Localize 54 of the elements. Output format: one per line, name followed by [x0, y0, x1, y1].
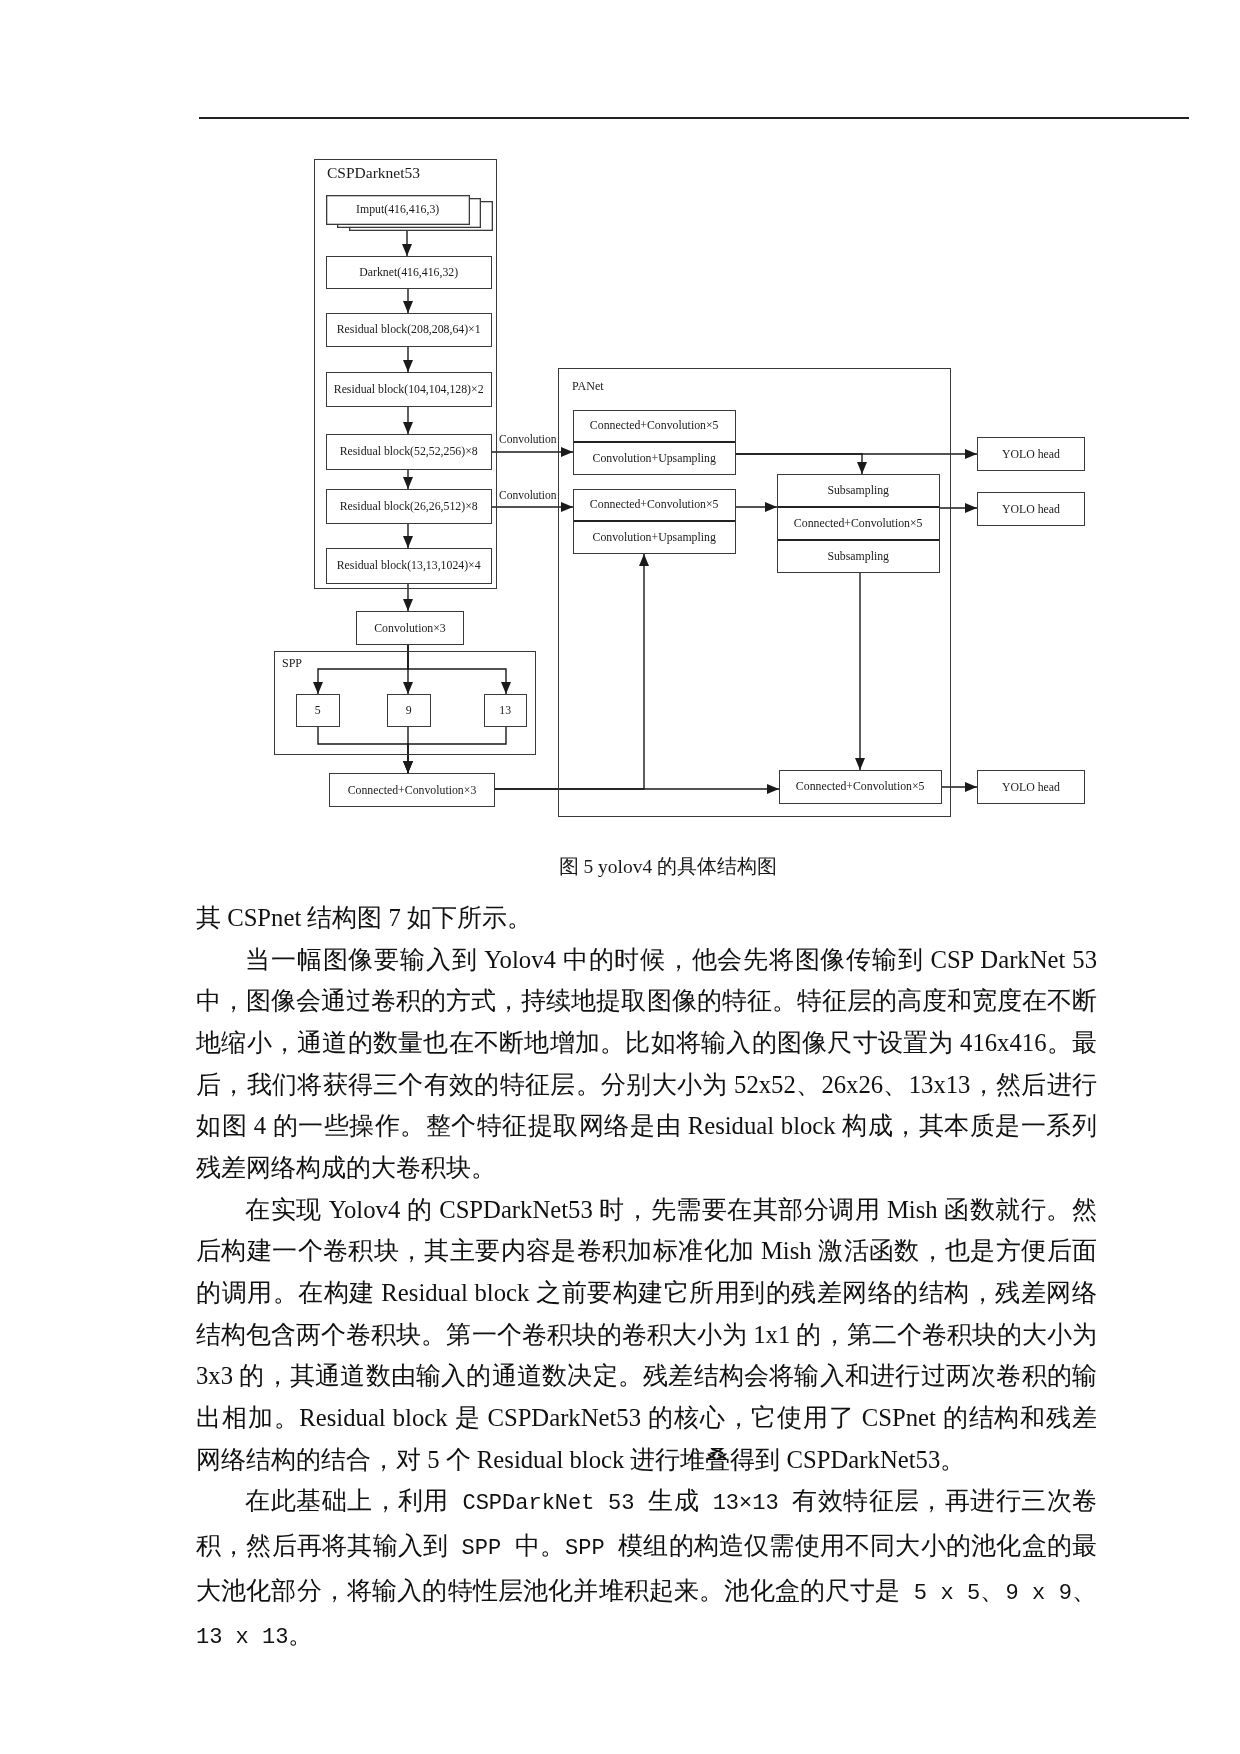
module-title: SPP [282, 657, 303, 671]
pooling-box: 9 [386, 693, 431, 727]
arrow [403, 406, 413, 435]
output-box: YOLO head [977, 770, 1085, 804]
arrow [491, 447, 574, 457]
arrow [403, 469, 413, 490]
arrow [941, 782, 978, 792]
layer-box: Residual block(13,13,1024)×4 [325, 547, 492, 584]
arrow [403, 583, 413, 612]
layer-section: Convolution+Upsampling [573, 520, 735, 553]
arrow [735, 453, 867, 475]
layer-section: Subsampling [777, 474, 939, 506]
body-paragraph: 其 CSPnet 结构图 7 如下所示。 [196, 903, 534, 933]
module-frame [314, 159, 497, 589]
arrow [735, 502, 778, 512]
body-paragraph: 当一幅图像要输入到 Yolov4 中的时候，他会先将图像传输到 CSP DarkNet 53 中，图像会通过卷积的方式，持续地提取图像的特征。特征层的高度和宽度在不断地缩小，通道的数量也在不断地增加。比如将输入的图像尺寸设置为 416x416。最后，我们将获得三个有效的特征层。分别大小为 52x52、26x26、13x13，然后进行如图 4 的一些操作。整个特征提取网络是由 Residual block 构成，其本质是一系列残差网络构成的大卷积块。 [196, 944, 1097, 1183]
edge-label: Convolution [499, 433, 557, 446]
layer-section: Connected+Convolution×5 [573, 410, 735, 442]
arrow [939, 503, 978, 513]
module-title: PANet [572, 380, 604, 394]
arrow [403, 288, 413, 314]
module-title: CSPDarknet53 [327, 164, 420, 182]
layer-section: Connected+Convolution×5 [573, 489, 735, 521]
arrow [407, 644, 511, 695]
arrow [403, 346, 413, 373]
layer-box: Residual block(26,26,512)×8 [325, 488, 492, 524]
layer-box: Residual block(208,208,64)×1 [325, 312, 492, 347]
arrow [402, 230, 412, 257]
arrow [403, 726, 507, 774]
edge-label: Convolution [499, 489, 557, 502]
layer-box: Convolution×3 [356, 611, 464, 645]
layer-box: Connected+Convolution×5 [778, 769, 942, 804]
layer-section: Connected+Convolution×5 [777, 505, 939, 539]
body-paragraph: 在实现 Yolov4 的 CSPDarkNet53 时，先需要在其部分调用 Mish 函数就行。然后构建一个卷积块，其主要内容是卷积加标准化加 Mish 激活函数，也是方便后面的调用。在构建 Residual block 之前要构建它所用到的残差网络的结构，残差网络结构包含两个卷积块。第一个卷积块的卷积大小为 1x1 的，第二个卷积块的大小为 3x3 的，其通道数由输入的通道数决定。残差结构会将输入和进行过两次卷积的输出相加。Residual block 是 CSPDarkNet53 的核心，它使用了 CSPnet 的结构和残差网络结构的结合，对 5 个 Residual block 进行堆叠得到 CSPDarkNet53。 [196, 1194, 1097, 1475]
pooling-box: 5 [295, 693, 340, 727]
layer-box: Residual block(104,104,128)×2 [325, 371, 492, 407]
layer-box: Connected+Convolution×3 [329, 773, 495, 807]
module-frame [558, 368, 951, 817]
pooling-box: 13 [483, 693, 527, 727]
arrow [855, 572, 865, 771]
layer-box: Darknet(416,416,32) [325, 255, 492, 289]
arrow [403, 523, 413, 549]
output-box: YOLO head [977, 492, 1085, 526]
arrow [491, 502, 574, 512]
stacked-box [572, 488, 736, 554]
layer-box: Residual block(52,52,256)×8 [325, 433, 492, 470]
stacked-box [776, 473, 940, 573]
figure-caption: 图 5 yolov4 的具体结构图 [558, 855, 778, 879]
arrow [494, 784, 780, 794]
output-box: YOLO head [977, 437, 1085, 471]
module-frame [274, 651, 536, 755]
stacked-box [572, 409, 736, 475]
layer-section: Subsampling [777, 538, 939, 572]
layer-section: Convolution+Upsampling [573, 441, 735, 474]
